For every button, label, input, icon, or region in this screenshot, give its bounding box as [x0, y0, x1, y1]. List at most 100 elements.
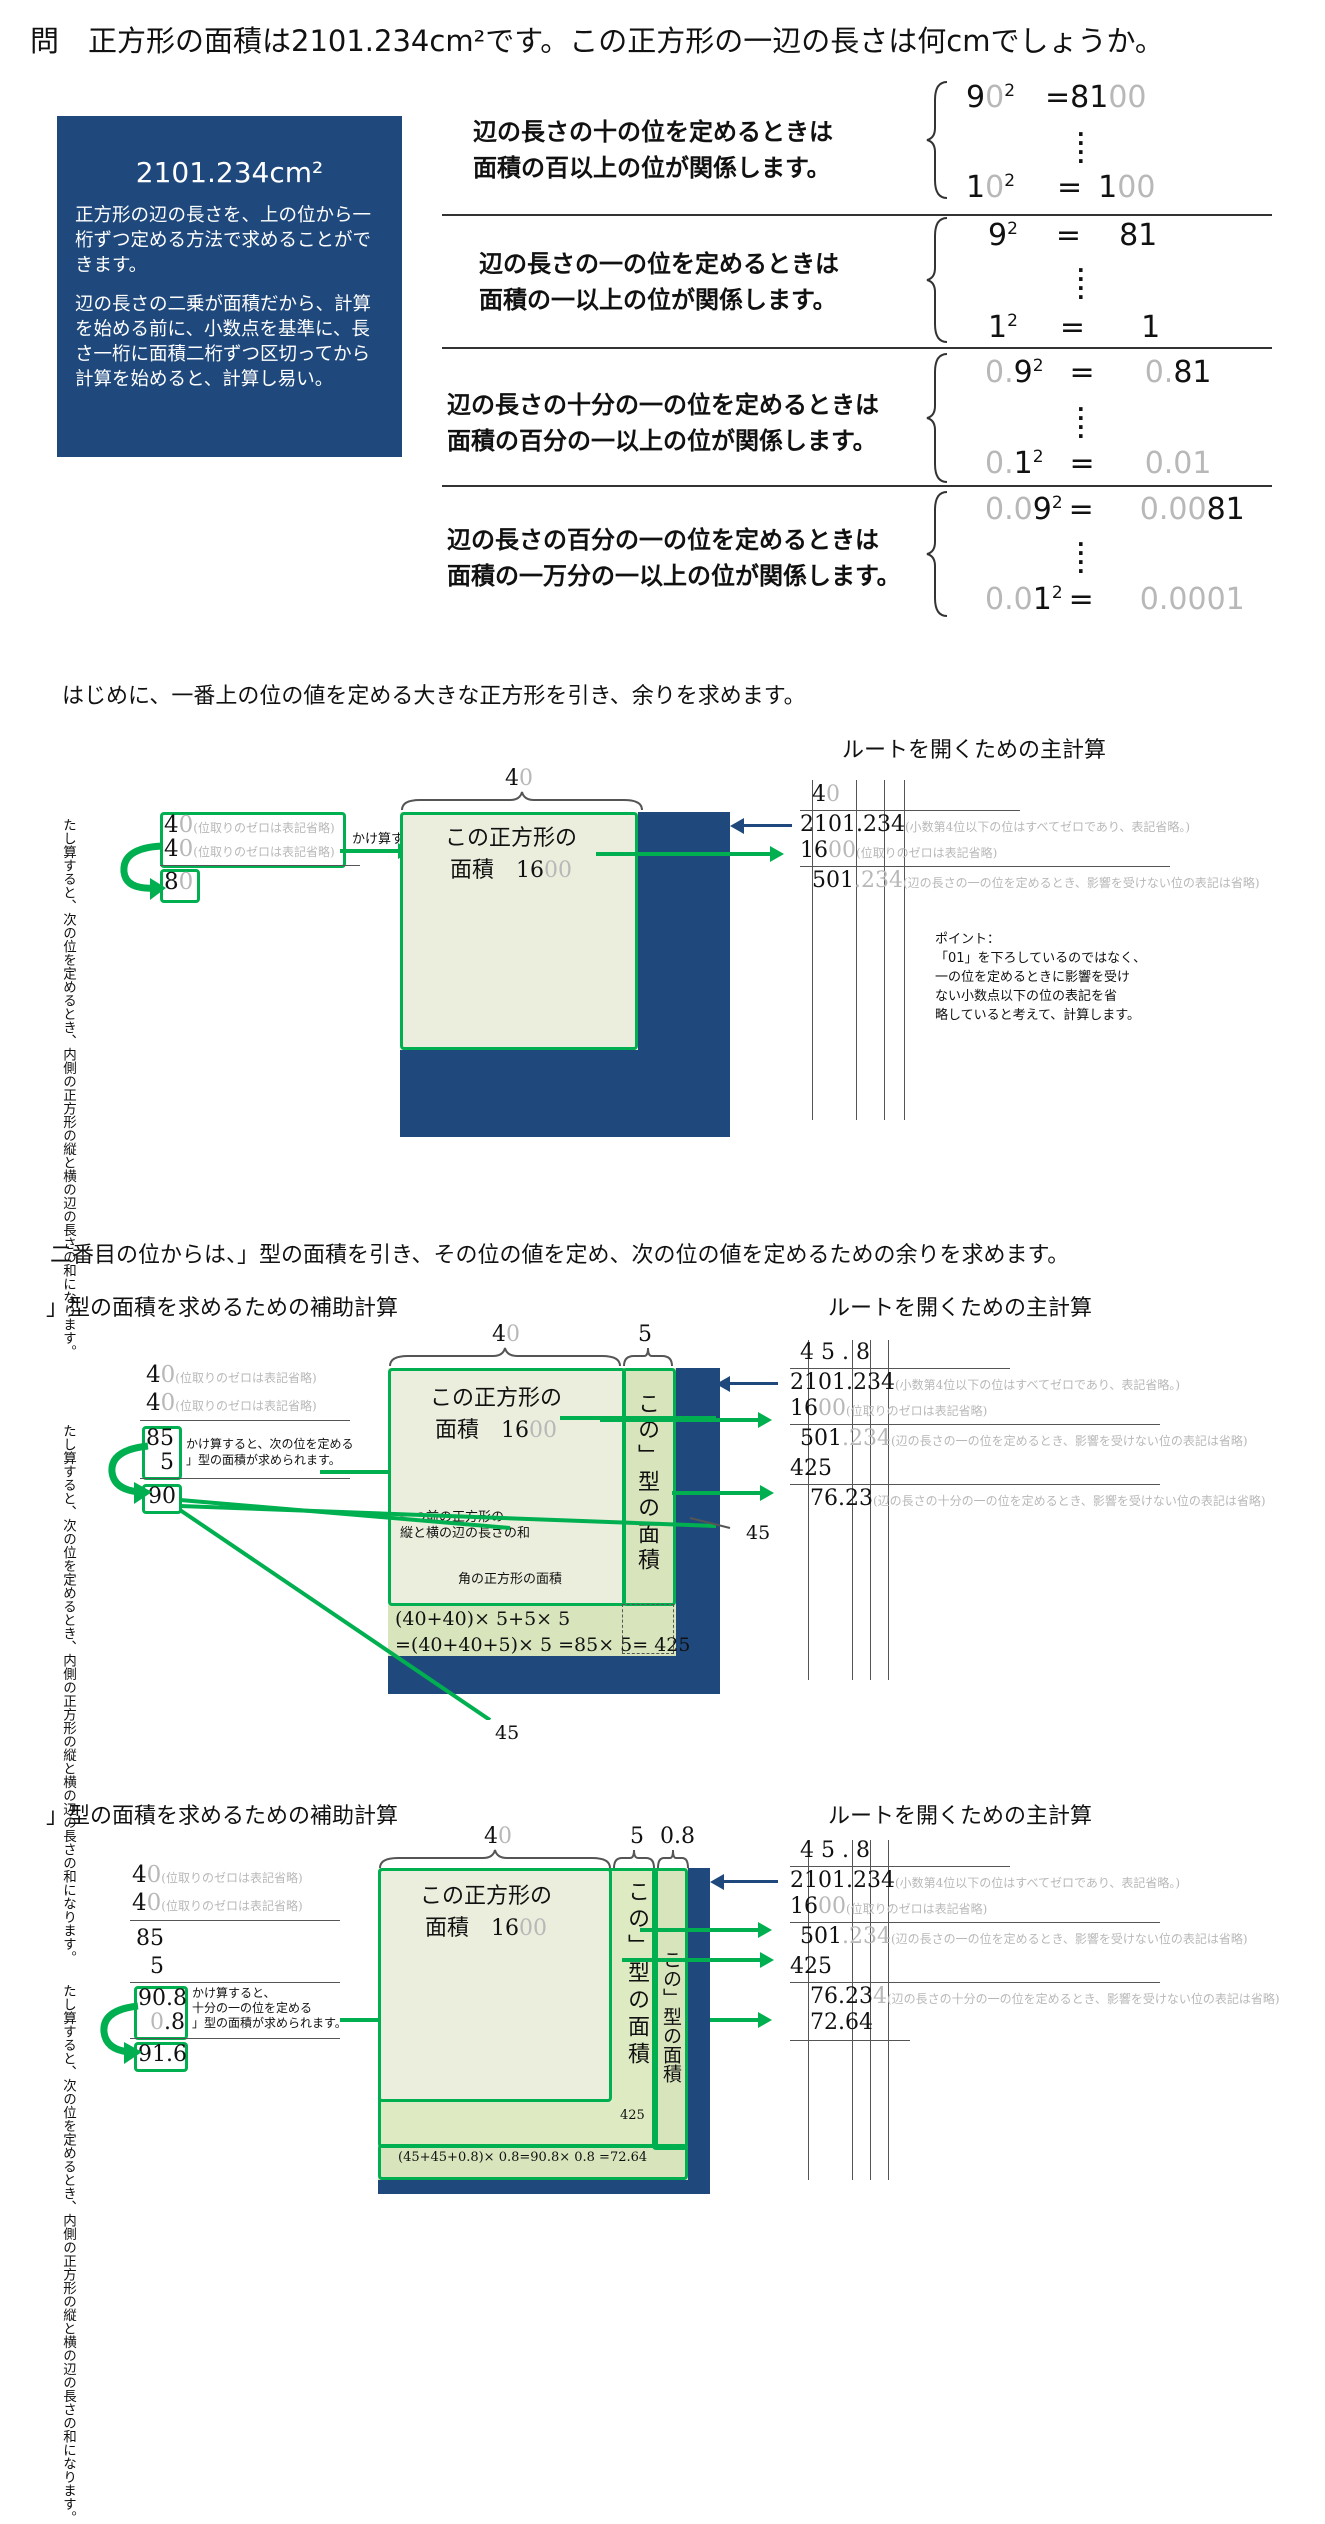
arrow-line — [640, 1928, 760, 1932]
sum-line — [130, 1920, 340, 1921]
mult-label: かけ算すると、次の位を定める」型の面積が求められます。 — [186, 1437, 354, 1467]
brace — [926, 353, 948, 483]
arrow-head — [770, 846, 784, 862]
radicand: 2101.234(小数第4位以下の位はすべてゼロであり、表記省略。) — [790, 1370, 1181, 1395]
sub-line — [800, 866, 1170, 867]
back-arrow-line — [742, 824, 792, 827]
mult-label: かけ算すると、十分の一の位を定める」型の面積が求められます。 — [192, 1986, 347, 2030]
connector-lines — [178, 1416, 731, 1720]
root-line — [790, 1368, 1010, 1369]
radicand: 2101.234(小数第4位以下の位はすべてゼロであり、表記省略。) — [790, 1868, 1181, 1893]
sum-explanation: たし算すると、次の位を定めるとき、内側の正方形の縦と横の辺の長さの和になります。 — [60, 818, 76, 1358]
top-brace — [401, 791, 643, 811]
sub-line — [790, 1424, 1160, 1425]
aux-5: 5 — [150, 1954, 164, 1979]
L1-label: この」型の面積 — [624, 1880, 649, 2069]
arrow-head — [760, 1485, 774, 1501]
rule-3-bottom: 0.12=0.01 — [985, 446, 1212, 481]
top-length-40: 40 — [484, 1824, 512, 1849]
section2-main-title: ルートを開くための主計算 — [828, 1296, 1093, 1321]
calc-column — [808, 1340, 809, 1680]
arrow-head — [758, 1412, 772, 1428]
top-length-40: 40 — [505, 766, 533, 791]
subtrahend: 1600(位取りのゼロは表記省略) — [790, 1396, 988, 1421]
remainder: 501.234(辺の長さの一の位を定めるとき、影響を受けない位の表記は省略) — [812, 868, 1260, 893]
calc-column — [808, 1840, 809, 2180]
addend-box — [160, 812, 346, 868]
back-arrow-head — [716, 1376, 730, 1392]
root-line — [790, 1866, 1010, 1867]
rule-divider — [442, 347, 1272, 349]
rule-1-bottom: 102=100 — [966, 170, 1156, 205]
corner-label: 角の正方形の面積 — [458, 1572, 563, 1587]
rule-4-text: 辺の長さの百分の一の位を定めるときは面積の一万分の一以上の位が関係します。 — [447, 526, 901, 590]
calc-column — [812, 780, 813, 1120]
sub-line — [790, 2040, 910, 2041]
section3-aux-title: 」型の面積を求めるための補助計算 — [46, 1804, 399, 1829]
calc-column — [856, 780, 857, 1120]
aux-40b: 40(位取りのゼロは表記省略) — [146, 1390, 317, 1416]
aux-0.8: 0.8 — [150, 2010, 185, 2035]
calc-column — [904, 780, 905, 1120]
curved-arrow — [108, 1442, 152, 1504]
root-line — [800, 810, 1020, 811]
rule-2-top: 92=81 — [988, 218, 1158, 253]
inner-square — [400, 812, 638, 1050]
arrow-line — [672, 1491, 762, 1495]
back-arrow-line — [722, 1880, 778, 1883]
section2-aux-title: 」型の面積を求めるための補助計算 — [46, 1296, 399, 1321]
aux-40b: 40(位取りのゼロは表記省略) — [164, 836, 335, 862]
sub-line — [790, 1484, 1160, 1485]
calc-column — [870, 1340, 871, 1680]
remainder-2: 76.23(辺の長さの十分の一の位を定めるとき、影響を受けない位の表記は省略) — [810, 1486, 1266, 1511]
quotient: 4 5 . 8 — [800, 1340, 870, 1365]
radicand: 2101.234(小数第4位以下の位はすべてゼロであり、表記省略。) — [800, 812, 1191, 837]
section1-main-title: ルートを開くための主計算 — [842, 738, 1107, 763]
info-heading: 2101.234cm² — [135, 156, 324, 189]
subtrahend-2: 425 — [790, 1954, 832, 1979]
top-length-0.8: 0.8 — [660, 1824, 695, 1849]
arrow-head — [760, 1952, 774, 1968]
L2-bottom-outline — [378, 2144, 688, 2180]
top-brace — [613, 1849, 655, 1869]
aux-91.6: 91.6 — [138, 2042, 187, 2067]
rule-4-bottom: 0.012=0.0001 — [985, 582, 1245, 617]
subtrahend-3: 72.64 — [810, 2010, 873, 2035]
top-brace — [623, 1347, 673, 1367]
arrow-line — [600, 1418, 760, 1422]
L2-side-outline — [652, 1868, 688, 2150]
back-arrow-head — [710, 1874, 724, 1890]
sum-explanation: たし算すると、次の位を定めるとき、内側の正方形の縦と横の辺の長さの和になります。 — [60, 1424, 76, 1964]
quotient: 40 — [812, 782, 840, 807]
brace — [926, 81, 948, 199]
curved-arrow — [100, 2002, 142, 2064]
aux-40a: 40(位取りのゼロは表記省略) — [146, 1362, 317, 1388]
curved-arrow — [120, 842, 166, 900]
corner-square — [622, 1604, 674, 1654]
aux-40a: 40(位取りのゼロは表記省略) — [132, 1862, 303, 1888]
rule-divider — [442, 214, 1272, 216]
quotient: 4 5 . 8 — [800, 1838, 870, 1863]
ellipsis-dots: ···· — [1077, 258, 1085, 309]
sum-box — [134, 2042, 188, 2072]
rule-2-text: 辺の長さの一の位を定めるときは面積の一以上の位が関係します。 — [479, 250, 839, 314]
inner-square-label: この正方形の面積 1600 — [420, 1884, 553, 1941]
inner-square — [388, 1368, 624, 1604]
aux-40a: 40(位取りのゼロは表記省略) — [164, 812, 335, 838]
rule-3-top: 0.92=0.81 — [985, 355, 1212, 390]
sum-line — [130, 2038, 340, 2039]
rule-3-text: 辺の長さの十分の一の位を定めるときは面積の百分の一以上の位が関係します。 — [447, 391, 879, 455]
L2-label: この」型の面積 — [660, 1950, 682, 2083]
calc-column — [852, 1340, 853, 1680]
inner-square — [378, 1868, 612, 2102]
sum-line — [140, 1420, 350, 1421]
sub-line — [790, 1982, 1160, 1983]
info-box: 2101.234cm² 正方形の辺の長さを、上の位から一桁ずつ定める方法で求める… — [57, 116, 402, 457]
inner-square-label: この正方形の面積 1600 — [445, 826, 578, 883]
arrow-line — [320, 1470, 390, 1474]
arrow-line — [596, 852, 772, 856]
sum-explanation: たし算すると、次の位を定めるとき、内側の正方形の縦と横の辺の長さの和になります。 — [60, 1984, 76, 2524]
aux-90: 90 — [148, 1484, 176, 1509]
sum-line — [160, 865, 360, 866]
subtrahend: 1600(位取りのゼロは表記省略) — [790, 1894, 988, 1919]
